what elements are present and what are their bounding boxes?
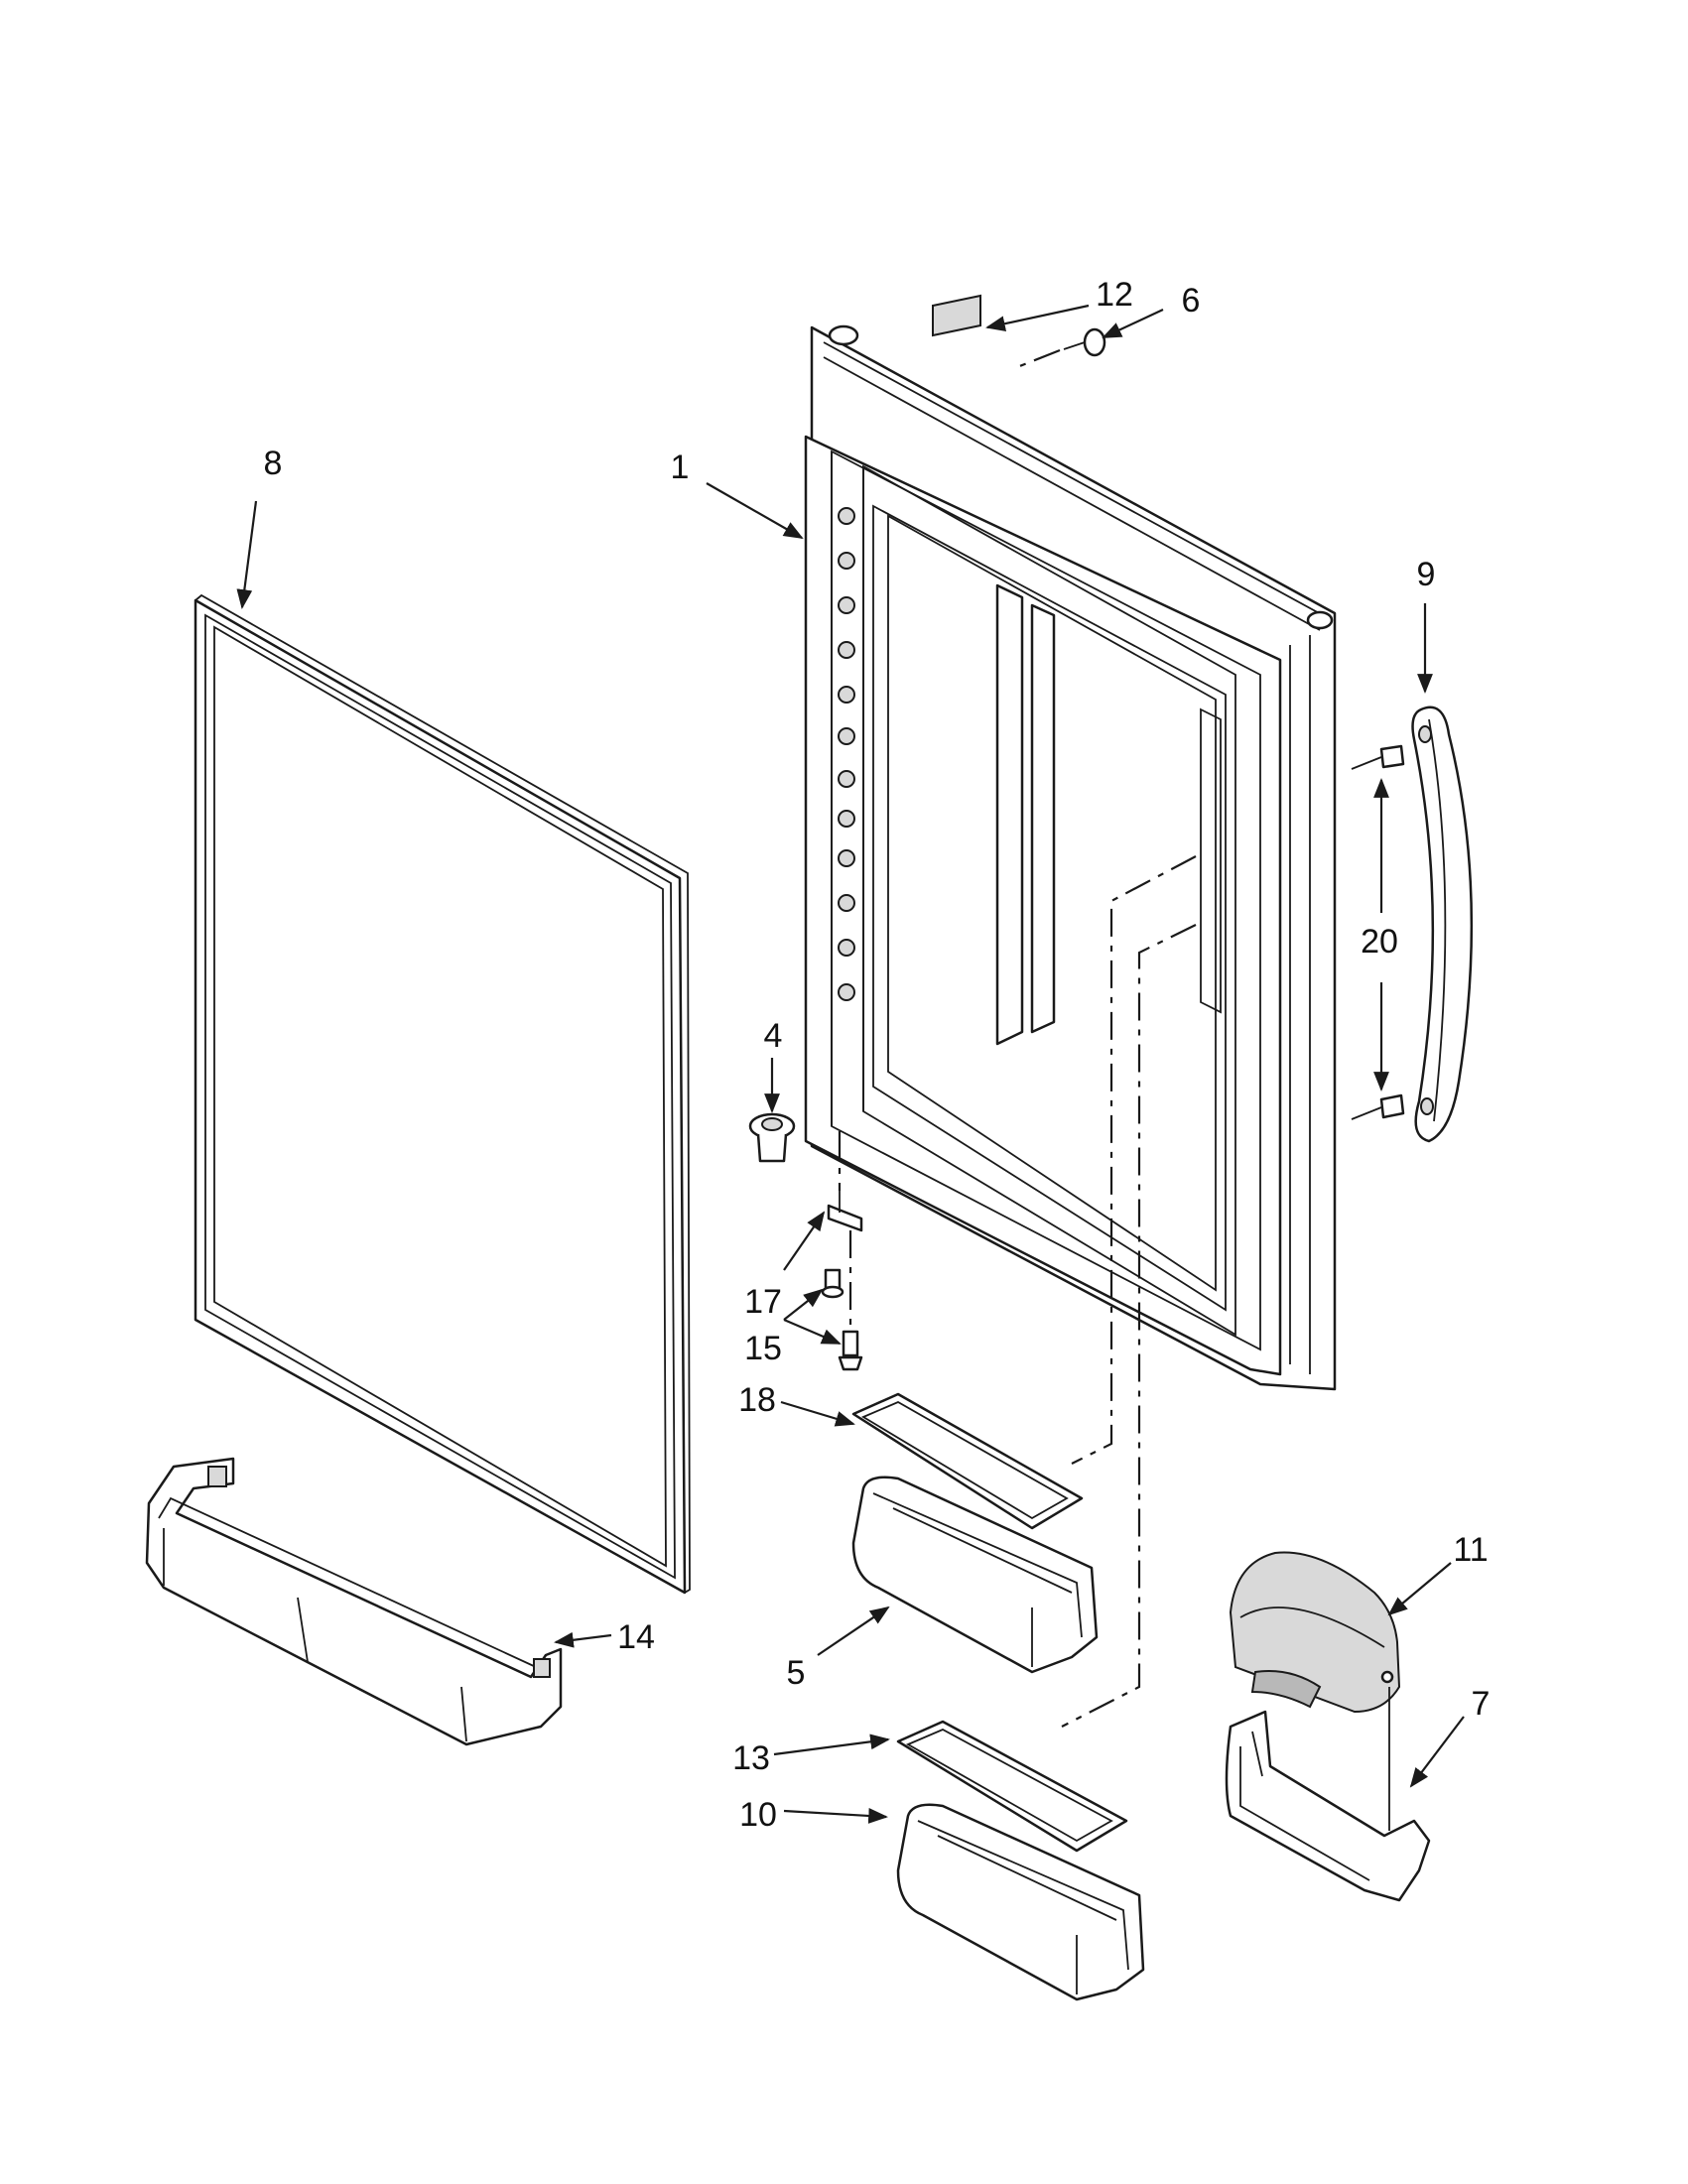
door-bin-part-10: [896, 1803, 1145, 2001]
hinge-bushing-part-4: [748, 1112, 796, 1163]
hinge-bracket-part-17: [827, 1191, 863, 1232]
screws-part-15: [821, 1131, 863, 1371]
callout-9: 9: [1417, 556, 1436, 593]
callout-15: 15: [744, 1330, 782, 1367]
callout-7: 7: [1472, 1685, 1491, 1723]
callout-6: 6: [1182, 282, 1201, 320]
callout-1: 1: [671, 449, 690, 486]
bin-cover-part-18: [851, 1392, 1084, 1530]
callout-labels: 12 6 1 8 9 20 4 17 15 18 11 14 5 7 13 10: [264, 276, 1491, 1834]
door-handle-part-9: [1411, 706, 1474, 1143]
door-assembly-part-1: [804, 324, 1337, 1391]
dairy-door-part-11: [1229, 1551, 1401, 1714]
callout-20: 20: [1361, 923, 1398, 961]
bin-cover-part-13: [896, 1720, 1128, 1853]
assembly-lines: [1061, 855, 1197, 1728]
leader-lines: [236, 304, 1465, 1824]
label-part-12: [932, 294, 981, 337]
dairy-bin-part-7: [1225, 1687, 1431, 1902]
callout-18: 18: [738, 1381, 776, 1419]
callout-12: 12: [1096, 276, 1133, 314]
door-bin-part-5: [851, 1476, 1099, 1674]
door-shelf-bin-part-14: [145, 1457, 563, 1746]
callout-17: 17: [744, 1283, 782, 1321]
callout-11: 11: [1453, 1531, 1488, 1569]
handle-screws-part-20: [1351, 744, 1405, 1120]
door-gasket-part-8: [194, 593, 691, 1595]
callout-10: 10: [739, 1796, 777, 1834]
callout-4: 4: [764, 1017, 783, 1055]
screw-part-6: [1011, 327, 1106, 371]
callout-8: 8: [264, 445, 283, 482]
callout-13: 13: [732, 1739, 770, 1777]
callout-5: 5: [787, 1654, 806, 1692]
callout-14: 14: [617, 1618, 655, 1656]
door-dimples: [838, 507, 855, 1001]
